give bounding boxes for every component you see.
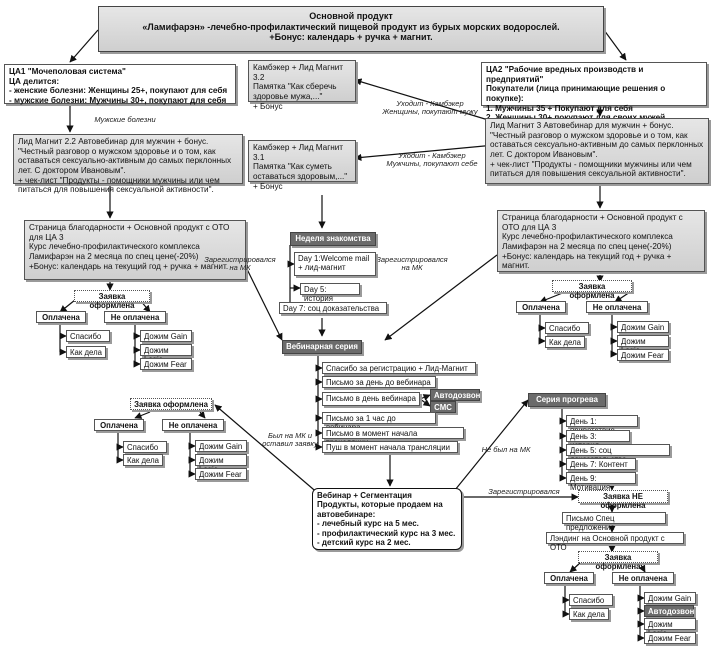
push-gain-bottom: Дожим Gain (644, 592, 696, 604)
webinar-item-3: Письмо в день вебинара (322, 392, 420, 406)
warmup-item-3: День 5: соц доказательства (566, 444, 670, 464)
how-are-you-left: Как дела (66, 346, 106, 358)
edge-label-was-on-mk: Был на МК и оставил заявку (262, 431, 318, 449)
push-fear-middle: Дожим Fear (195, 468, 247, 480)
push-gain-left: Дожим Gain (140, 330, 192, 342)
push-gain-middle: Дожим Gain (195, 440, 247, 452)
paid-middle: Оплачена (94, 419, 144, 431)
sms: СМС (430, 401, 456, 413)
order-placed-middle: Заявка оформлена (130, 398, 212, 410)
target-audience-2: ЦА2 "Рабочие вредных производств и предп… (481, 62, 707, 122)
push-gain-right: Дожим Gain (617, 321, 669, 333)
warmup-item-1: День 1: приветствие (566, 415, 638, 435)
header-bonus: +Бонус: календарь + ручка + магнит. (269, 32, 433, 43)
special-offer-letter: Письмо Спец предложение (562, 512, 666, 532)
webinar-item-2: Письмо за день до вебинара (322, 376, 436, 388)
thanks-middle: Спасибо (123, 441, 167, 453)
warmup-series-title: Серия прогрева (528, 393, 606, 407)
webinar-item-4: Письмо за 1 час до вебинара (322, 412, 436, 432)
order-placed-right: Заявка оформлена (552, 280, 632, 300)
autocall-bottom: Автодозвон (644, 605, 694, 617)
thanks-left: Спасибо (66, 330, 110, 342)
edge-label-leaving-men: Уходит - Камбэкер Мужчины, покупают себе (386, 151, 478, 169)
webinar-item-5: Письмо в момент начала трансляции (322, 427, 464, 447)
thank-you-page-left: Страница благодарности + Основной продук… (24, 220, 246, 280)
push-logic-bottom: Дожим Logic (644, 618, 696, 638)
paid-right: Оплачена (516, 301, 566, 313)
comebacker-lead-magnet-3-1: Камбэкер + Лид Магнит 3.1 Памятка "Как с… (248, 140, 356, 191)
warmup-item-2: День 3: история (566, 430, 630, 450)
target-audience-1: ЦА1 "Мочеполовая система" ЦА делится: - … (4, 64, 236, 105)
not-paid-middle: Не оплачена (162, 419, 224, 431)
lead-magnet-3: Лид Магнит 3 Автовебинар для мужчин + бо… (485, 118, 709, 184)
intro-week-title: Неделя знакомства (290, 232, 376, 246)
header-subtitle: «Ламифарэн» -лечебно-профилактический пи… (142, 21, 560, 32)
order-placed-bottom: Заявка оформлена (578, 551, 658, 571)
not-paid-bottom: Не оплачена (612, 572, 674, 584)
order-placed-left: Заявка оформлена (74, 290, 150, 310)
edge-label-not-on-mk: Не был на МК (481, 445, 531, 454)
week-day-5: Day 5: история (300, 283, 360, 303)
how-are-you-middle: Как дела (123, 454, 163, 466)
thank-you-page-right: Страница благодарности + Основной продук… (497, 210, 705, 272)
push-fear-bottom: Дожим Fear (644, 632, 696, 644)
push-logic-left: Дожим Logic (140, 344, 192, 364)
warmup-item-4: День 7: Контент (566, 458, 636, 470)
paid-bottom: Оплачена (544, 572, 594, 584)
week-day-7: Day 7: соц доказательства (279, 302, 387, 314)
lead-magnet-2-2: Лид Магнит 2.2 Автовебинар для мужчин + … (13, 134, 243, 194)
webinar-item-6: Пуш в момент начала трансляции (322, 441, 458, 453)
webinar-segmentation: Вебинар + Сегментация Продукты, которые … (312, 488, 462, 550)
paid-left: Оплачена (36, 311, 86, 323)
edge-label-leaving-wives: Уходит - Камбэкер Женщины, покупают мужу (382, 99, 478, 117)
how-are-you-right: Как дела (545, 336, 585, 348)
week-day-1: Day 1:Welcome mail + лид-магнит (294, 252, 376, 276)
warmup-item-5: День 9: Мотивация (566, 472, 636, 492)
thanks-bottom: Спасибо (569, 594, 613, 606)
edge-label-registered-mk-right: Зарегистрировался на МК (376, 255, 448, 273)
push-fear-right: Дожим Fear (617, 349, 669, 361)
webinar-series-title: Вебинарная серия (282, 340, 362, 354)
push-fear-left: Дожим Fear (140, 358, 192, 370)
push-logic-middle: Дожим Logic (195, 454, 247, 474)
comebacker-lead-magnet-3-2: Камбэкер + Лид Магнит 3.2 Памятка "Как с… (248, 60, 356, 111)
not-paid-right: Не оплачена (586, 301, 648, 313)
landing-main-product: Лэндинг на Основной продукт с ОТО (546, 532, 684, 552)
autocall-top: Автодозвон (430, 389, 480, 401)
header-title: Основной продукт (309, 11, 393, 21)
thanks-right: Спасибо (545, 322, 589, 334)
main-product-header: Основной продукт «Ламифарэн» -лечебно-пр… (98, 6, 604, 52)
how-are-you-bottom: Как дела (569, 608, 609, 620)
edge-label-registered: Зарегистрировался (488, 487, 560, 496)
push-logic-right: Дожим Logic (617, 335, 669, 355)
not-paid-left: Не оплачена (104, 311, 166, 323)
edge-label-male-diseases: Мужские болезни (94, 115, 156, 124)
edge-label-registered-mk-left: Зарегистрировался на МК (204, 255, 276, 273)
order-not-placed: Заявка НЕ оформлена (578, 490, 668, 510)
webinar-item-1: Спасибо за регистрацию + Лид-Магнит (322, 362, 476, 374)
